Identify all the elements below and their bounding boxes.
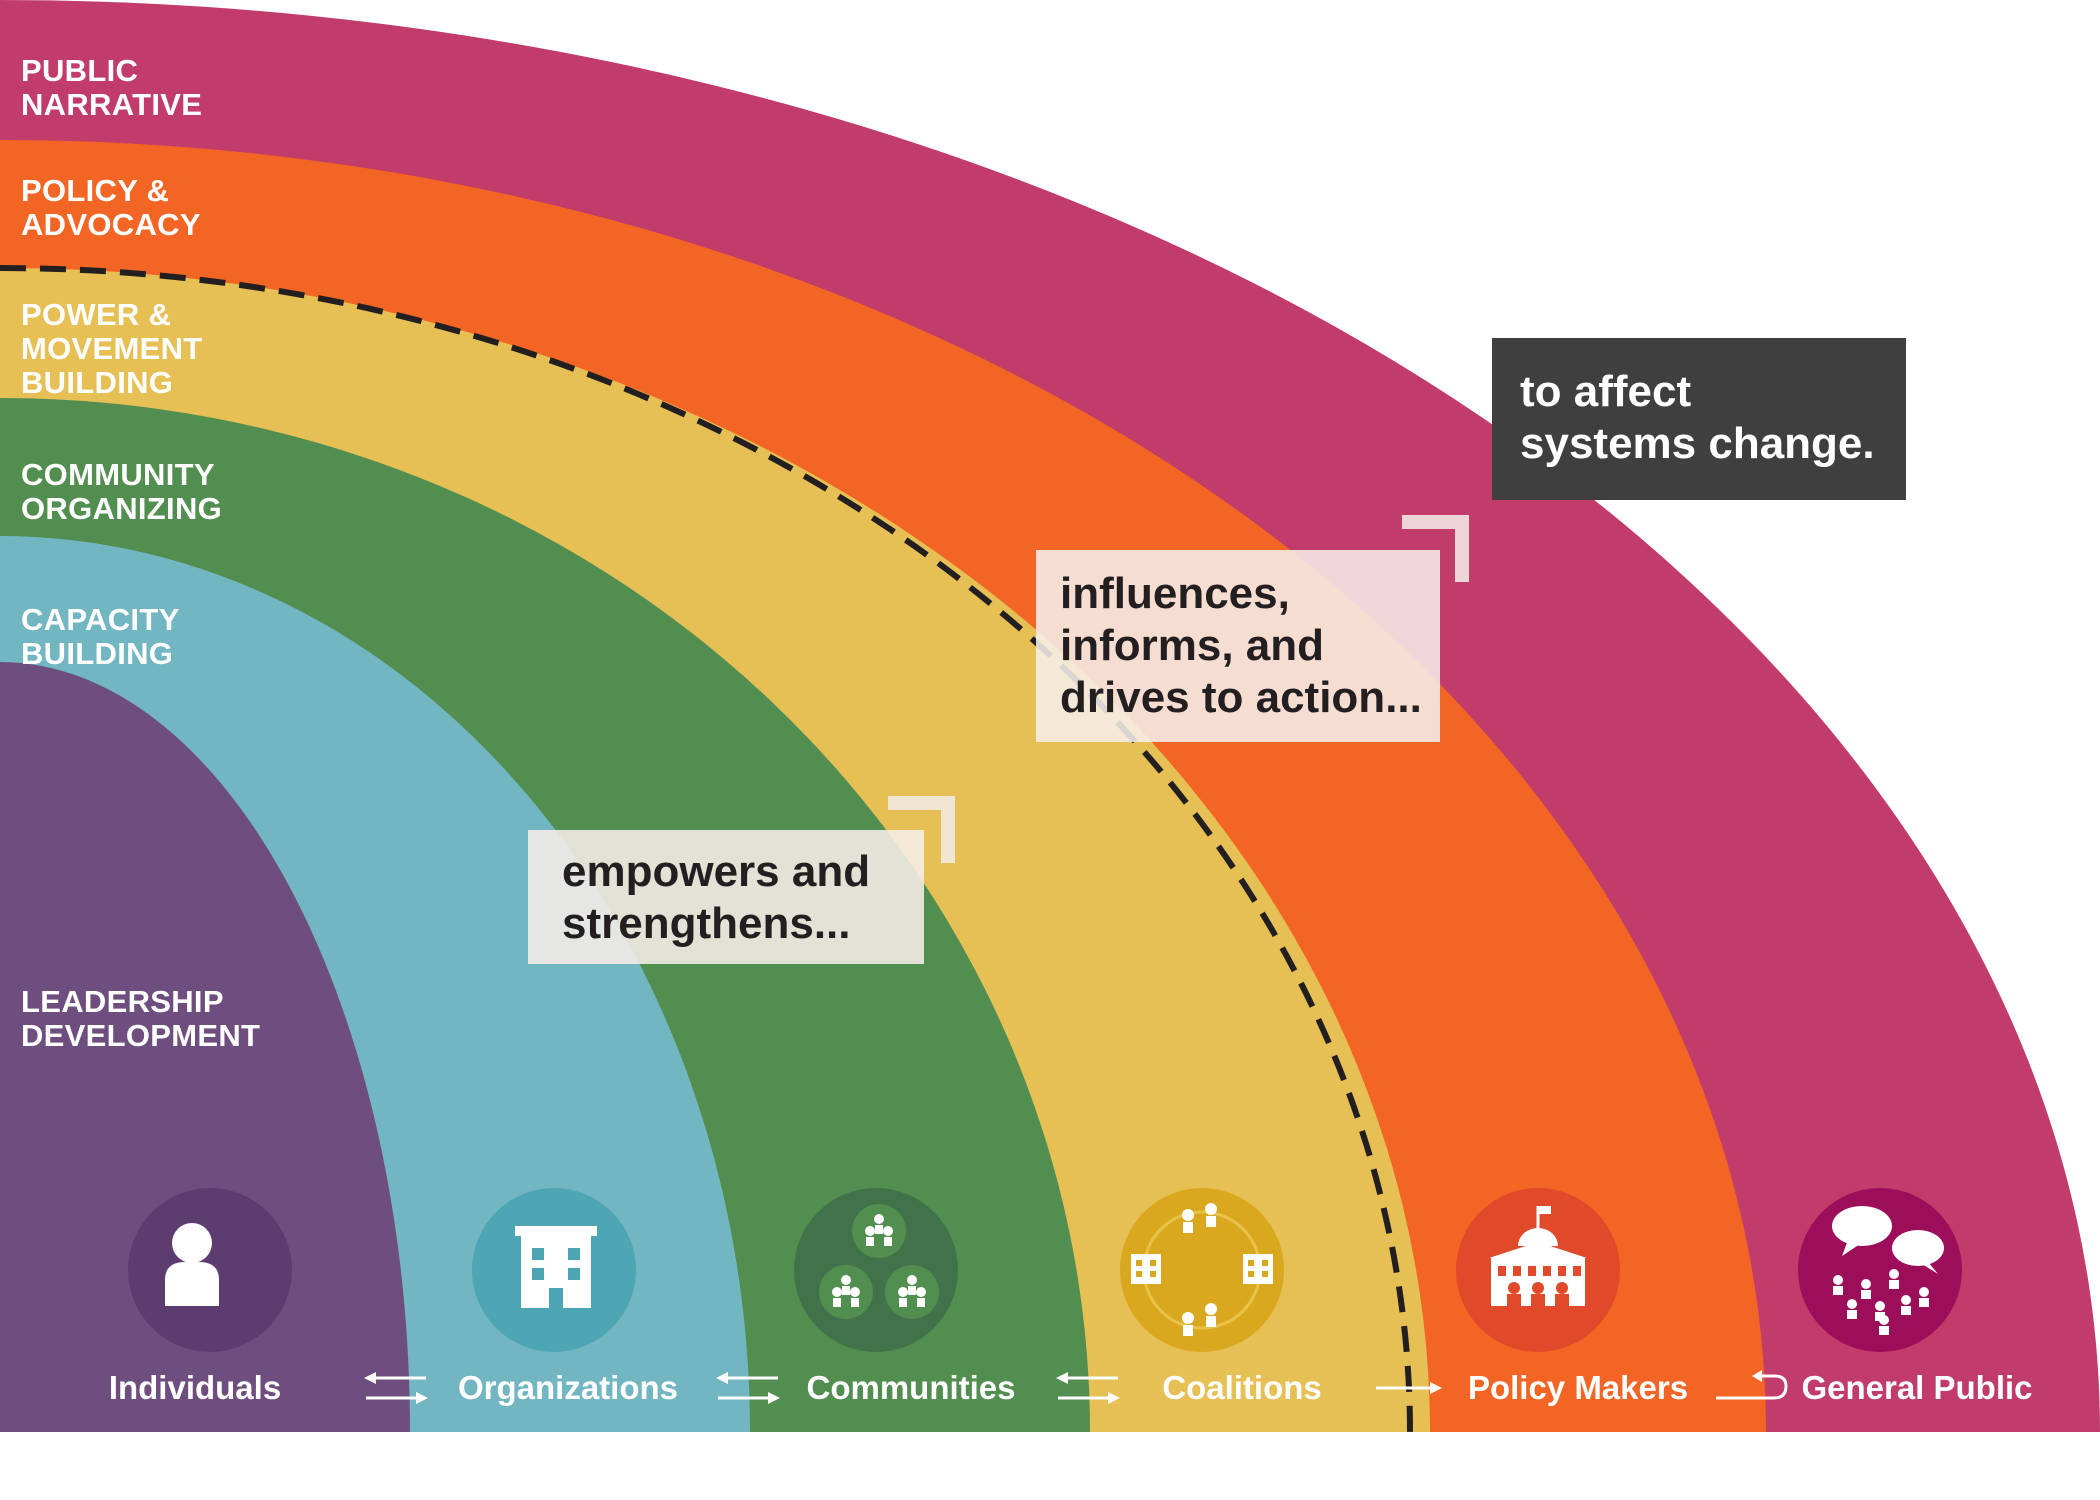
building-icon <box>515 1226 597 1308</box>
label-capacity-building: CAPACITY BUILDING <box>21 602 180 671</box>
callout-empowers: empowers and strengthens... <box>528 830 924 964</box>
individuals-circle <box>128 1188 292 1352</box>
capitol-icon <box>1489 1206 1587 1306</box>
two-way-arrows-icon <box>364 1372 428 1404</box>
return-arrow-icon <box>1716 1370 1788 1400</box>
label-community-organizing: COMMUNITY ORGANIZING <box>21 457 223 526</box>
entity-label-policy-makers: Policy Makers <box>1467 1369 1689 1406</box>
person-icon <box>165 1223 219 1306</box>
policy-makers-circle <box>1456 1188 1620 1352</box>
two-way-arrows-icon <box>1056 1372 1120 1404</box>
label-leadership-development: LEADERSHIP DEVELOPMENT <box>21 984 261 1053</box>
label-power-movement: POWER & MOVEMENT BUILDING <box>21 297 203 400</box>
label-public-narrative: PUBLIC NARRATIVE <box>21 53 203 122</box>
callout-corner-empowers <box>888 796 955 863</box>
coalition-icon <box>1131 1203 1273 1336</box>
general-public-circle <box>1798 1188 1962 1352</box>
dashed-divider <box>0 265 1413 1432</box>
groups-icon <box>819 1204 939 1319</box>
entity-label-general-public: General Public <box>1801 1369 2033 1406</box>
entity-label-coalitions: Coalitions <box>1162 1369 1322 1406</box>
callout-corner-influences <box>1402 515 1469 582</box>
callout-influences: influences, informs, and drives to actio… <box>1036 550 1440 742</box>
organizations-circle <box>472 1188 636 1352</box>
right-arrow-icon <box>1376 1382 1442 1394</box>
callout-systems-change: to affect systems change. <box>1492 338 1906 500</box>
band-leadership-development <box>0 662 410 1432</box>
entity-label-communities: Communities <box>806 1369 1016 1406</box>
two-way-arrows-icon <box>716 1372 780 1404</box>
label-policy-advocacy: POLICY & ADVOCACY <box>21 173 201 242</box>
coalitions-circle <box>1120 1188 1284 1352</box>
communities-circle <box>794 1188 958 1352</box>
speech-crowd-icon <box>1832 1206 1944 1335</box>
entity-label-individuals: Individuals <box>108 1369 282 1406</box>
entity-label-organizations: Organizations <box>457 1369 679 1406</box>
